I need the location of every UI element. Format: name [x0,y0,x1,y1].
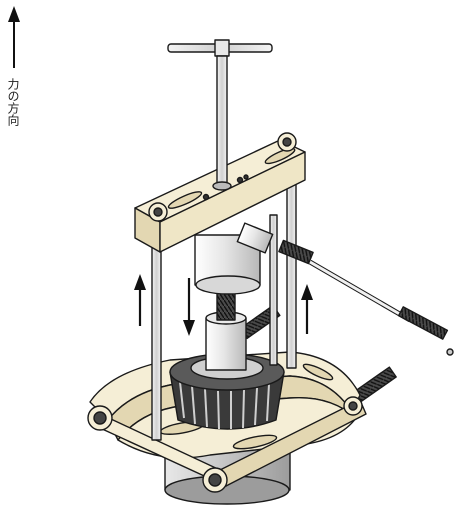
lower-crossbar [87,396,367,493]
t-handle-screw [167,39,273,191]
arrow-down-icon [183,278,195,336]
hydraulic-cylinder [194,234,261,295]
force-direction-arrow-icon [8,6,20,68]
shaft [205,291,247,371]
arrow-up-icon [134,274,146,326]
force-direction-label: 力の方向 [6,78,20,126]
hydraulic-hose [236,222,454,356]
arrow-up-icon [301,284,313,334]
